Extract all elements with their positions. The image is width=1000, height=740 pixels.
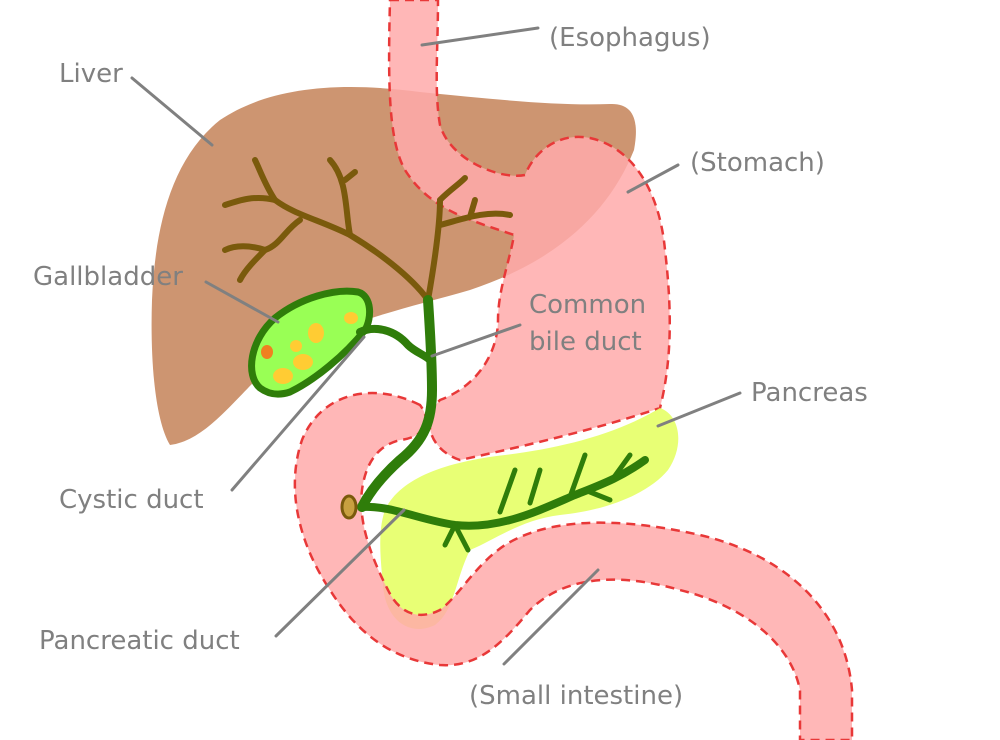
- label-common-bile-duct-line1: Common: [529, 290, 646, 320]
- gallstones: [261, 312, 358, 384]
- cystic-duct: [356, 324, 434, 364]
- small-intestine-shape: [293, 391, 854, 740]
- pancreas-shape: [380, 408, 679, 630]
- liver-bile-ducts: [222, 157, 513, 303]
- small-intestine-leader: [502, 568, 600, 666]
- label-esophagus: (Esophagus): [549, 23, 711, 53]
- label-common-bile-duct-line2: bile duct: [529, 327, 642, 357]
- cystic-duct-leader: [230, 335, 366, 492]
- pancreas-leader: [656, 391, 742, 428]
- common-bile-duct-leader: [430, 323, 522, 358]
- label-pancreatic-duct: Pancreatic duct: [39, 626, 240, 656]
- liver-leader: [130, 76, 214, 147]
- label-stomach: (Stomach): [690, 148, 825, 178]
- label-cystic-duct: Cystic duct: [59, 485, 204, 515]
- label-liver: Liver: [59, 59, 123, 89]
- stomach-shape: [387, 0, 671, 462]
- label-gallbladder: Gallbladder: [33, 262, 183, 292]
- duct-cut-end: [340, 494, 358, 520]
- label-small-intestine: (Small intestine): [469, 681, 683, 711]
- common-bile-duct: [357, 295, 437, 512]
- label-pancreas: Pancreas: [751, 378, 868, 408]
- stomach-leader: [626, 163, 680, 194]
- bile-duct-system: [356, 295, 649, 553]
- esophagus-leader: [420, 26, 540, 47]
- pancreatic-duct: [358, 456, 649, 530]
- gallbladder-leader: [204, 280, 280, 324]
- pancreatic-duct-leader: [274, 508, 406, 638]
